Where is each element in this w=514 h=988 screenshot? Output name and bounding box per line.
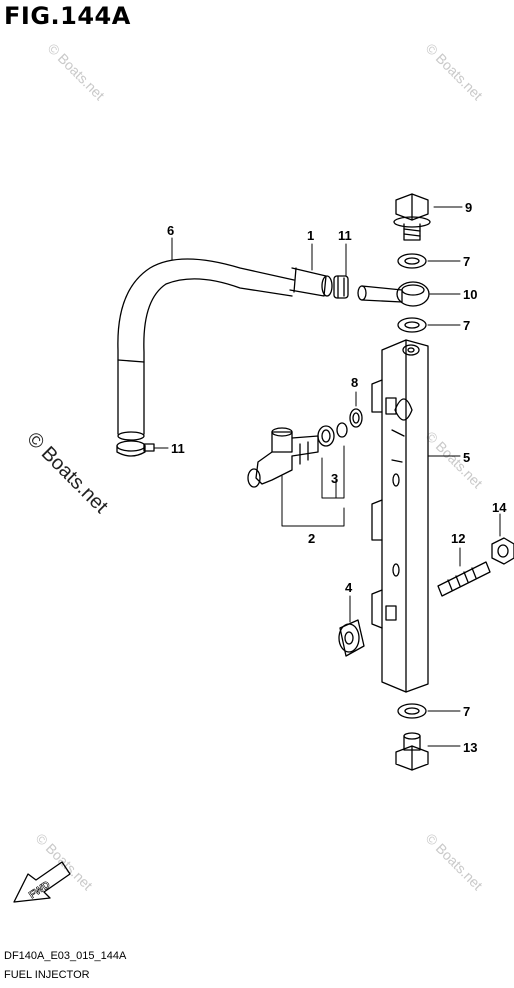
o-ring-part-8 xyxy=(349,408,363,428)
callout-9: 9 xyxy=(465,200,472,215)
seal-part-3 xyxy=(317,422,348,447)
callout-13: 13 xyxy=(463,740,477,755)
washer-part-7-a xyxy=(397,253,427,269)
figure-title: FIG.144A xyxy=(4,2,131,30)
diagram-caption: FUEL INJECTOR xyxy=(4,969,90,981)
callout-11-upper: 11 xyxy=(338,228,352,243)
callout-1: 1 xyxy=(307,228,314,243)
callout-6: 6 xyxy=(167,223,174,238)
callout-8: 8 xyxy=(351,375,358,390)
callout-labels: 1 2 3 4 5 6 7 7 7 8 9 10 11 11 12 13 14 xyxy=(167,200,507,755)
washer-part-7-c xyxy=(397,703,427,719)
callout-7-b: 7 xyxy=(463,318,470,333)
injector-part-2 xyxy=(247,427,319,488)
callout-5: 5 xyxy=(463,450,470,465)
diagram-code: DF140A_E03_015_144A xyxy=(4,950,127,962)
bolt-part-13 xyxy=(395,732,429,771)
callout-12: 12 xyxy=(451,531,465,546)
clip-part-11-lower xyxy=(116,440,155,457)
callout-7-a: 7 xyxy=(463,254,470,269)
washer-part-7-b xyxy=(397,317,427,333)
callout-3: 3 xyxy=(331,471,338,486)
fwd-arrow xyxy=(13,861,71,903)
stud-bolt-part-12 xyxy=(437,561,491,597)
callout-14: 14 xyxy=(492,500,507,515)
clip-part-11-upper xyxy=(333,275,349,299)
nut-part-14 xyxy=(491,537,514,565)
grommet-part-4 xyxy=(338,619,365,657)
pipe-part-1 xyxy=(289,267,333,297)
callout-10: 10 xyxy=(463,287,477,302)
callout-7-c: 7 xyxy=(463,704,470,719)
fuel-hose-part-6 xyxy=(117,258,295,441)
leader-lines xyxy=(153,206,501,747)
callout-4: 4 xyxy=(345,580,353,595)
banjo-fitting-part-10 xyxy=(357,281,430,307)
callout-11-lower: 11 xyxy=(171,441,185,456)
callout-2: 2 xyxy=(308,531,315,546)
bolt-part-9 xyxy=(393,193,431,241)
fuel-rail-part-5 xyxy=(371,339,429,693)
